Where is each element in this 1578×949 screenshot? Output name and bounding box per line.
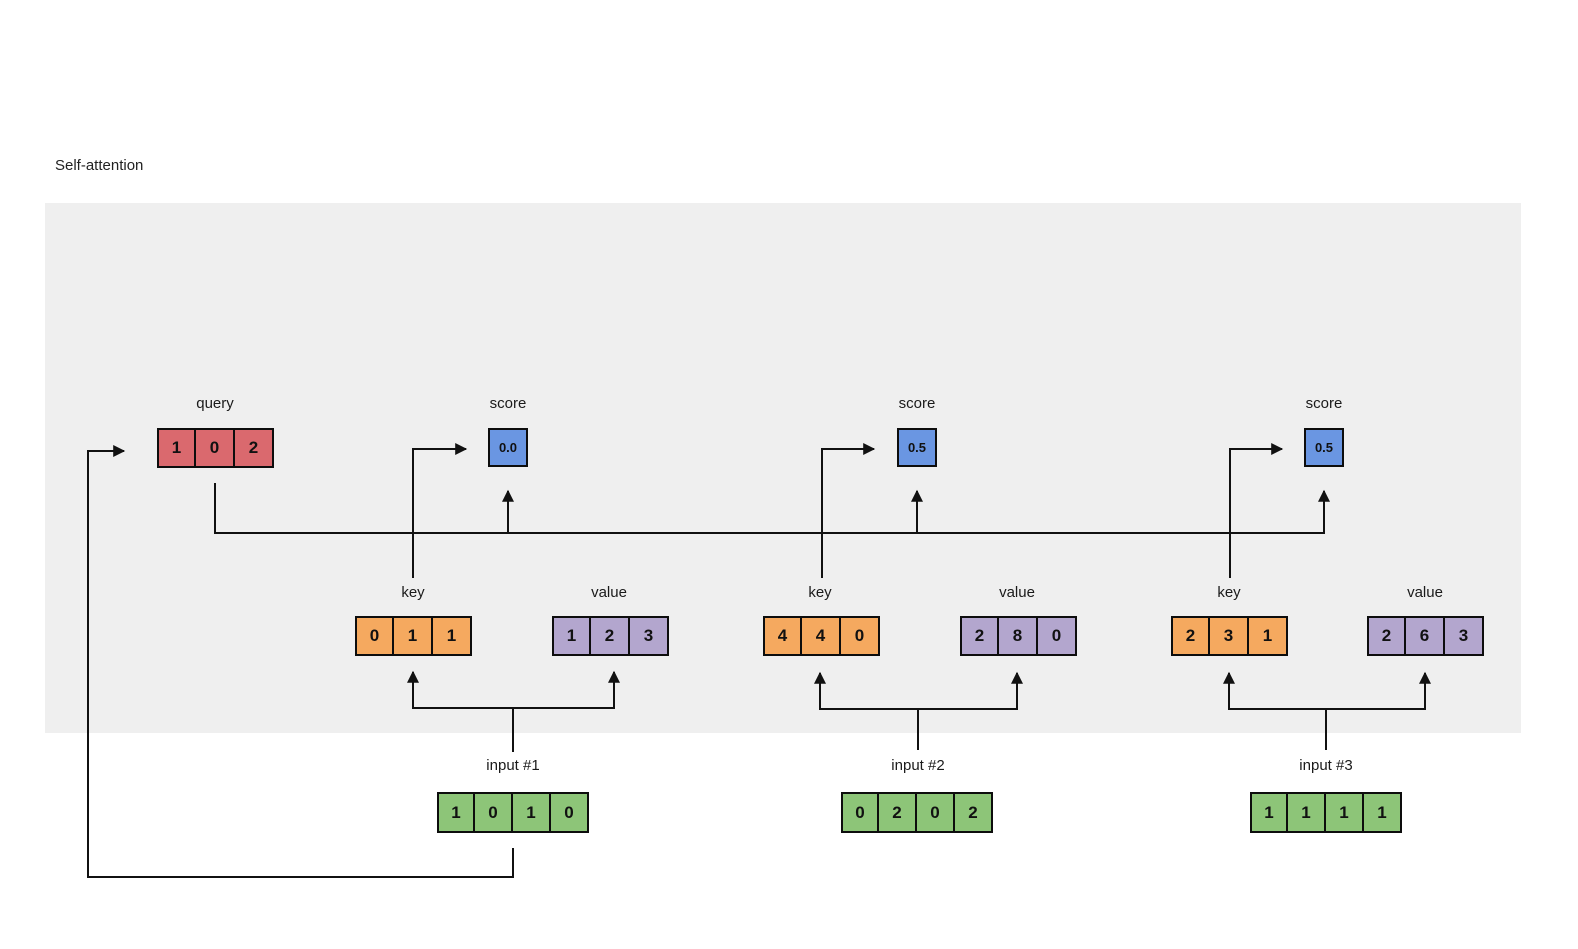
input3-label: input #3 [1299,757,1353,774]
input3-cell: 1 [1326,792,1364,833]
input1-cell: 1 [513,792,551,833]
key2-label: key [808,584,832,601]
value3-vector: 2 6 3 [1367,616,1484,656]
value1-cell: 2 [591,616,630,656]
input2-vector: 0 2 0 2 [841,792,993,833]
key2-cell: 0 [841,616,880,656]
query-label: query [196,395,234,412]
input1-vector: 1 0 1 0 [437,792,589,833]
query-cell: 0 [196,428,235,468]
value2-label: value [999,584,1035,601]
value3-cell: 6 [1406,616,1445,656]
value2-cell: 0 [1038,616,1077,656]
value2-cell: 2 [960,616,999,656]
input2-cell: 0 [917,792,955,833]
arrow-key1-to-score1 [412,443,468,578]
diagram-title: Self-attention [55,157,144,174]
input2-cell: 2 [879,792,917,833]
score1-label: score [489,395,527,412]
value1-cell: 1 [552,616,591,656]
wire-input1-junction [413,707,614,752]
key3-vector: 2 3 1 [1171,616,1288,656]
query-vector: 1 0 2 [157,428,274,468]
input1-label: input #1 [486,757,540,774]
query-cell: 1 [157,428,196,468]
value3-label: value [1407,584,1443,601]
input2-cell: 2 [955,792,993,833]
input2-label: input #2 [891,757,945,774]
arrow-query-to-score3 [214,483,1330,534]
key3-cell: 3 [1210,616,1249,656]
input3-vector: 1 1 1 1 [1250,792,1402,833]
key2-vector: 4 4 0 [763,616,880,656]
value2-vector: 2 8 0 [960,616,1077,656]
value3-cell: 2 [1367,616,1406,656]
input3-cell: 1 [1364,792,1402,833]
input1-cell: 0 [551,792,589,833]
input3-cell: 1 [1250,792,1288,833]
value1-label: value [591,584,627,601]
score3-box: 0.5 [1304,428,1344,467]
arrow-key3-to-score3 [1229,443,1284,578]
query-cell: 2 [235,428,274,468]
score2-label: score [898,395,936,412]
value1-cell: 3 [630,616,669,656]
value1-vector: 1 2 3 [552,616,669,656]
key3-cell: 2 [1171,616,1210,656]
value2-cell: 8 [999,616,1038,656]
input1-cell: 0 [475,792,513,833]
key1-label: key [401,584,425,601]
wire-input3-junction [1229,708,1425,750]
key2-cell: 4 [763,616,802,656]
input3-cell: 1 [1288,792,1326,833]
key3-label: key [1217,584,1241,601]
input1-cell: 1 [437,792,475,833]
key1-cell: 1 [394,616,433,656]
arrow-input1-to-query [87,445,514,878]
key1-cell: 0 [355,616,394,656]
key3-cell: 1 [1249,616,1288,656]
score3-label: score [1305,395,1343,412]
key1-cell: 1 [433,616,472,656]
value3-cell: 3 [1445,616,1484,656]
key2-cell: 4 [802,616,841,656]
wire-input2-junction [820,708,1017,750]
arrow-key2-to-score2 [821,443,876,578]
key1-vector: 0 1 1 [355,616,472,656]
score1-box: 0.0 [488,428,528,467]
input2-cell: 0 [841,792,879,833]
score2-box: 0.5 [897,428,937,467]
